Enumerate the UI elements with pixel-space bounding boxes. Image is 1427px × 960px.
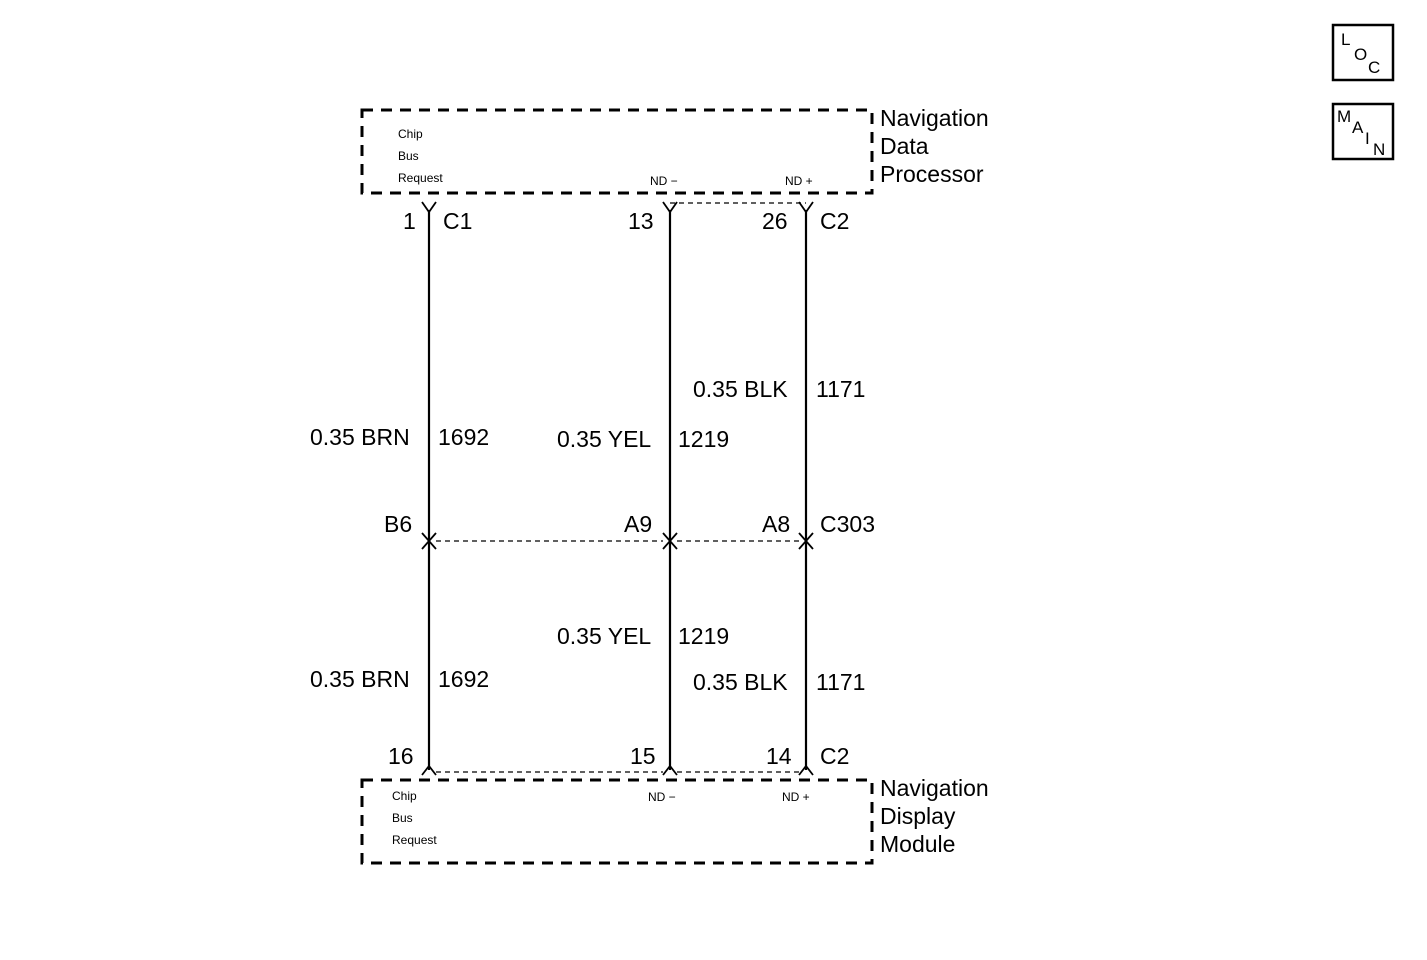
navigation-data-processor-box — [360, 108, 874, 195]
bottom-pin-label: Request — [392, 833, 437, 847]
loc-icon[interactable]: L O C — [1331, 23, 1395, 82]
bottom-module-name: Display — [880, 803, 956, 829]
bottom-terminal-14 — [798, 764, 814, 776]
top-pin-label: Request — [398, 171, 443, 185]
bottom-terminal-16 — [421, 764, 437, 776]
wire-color-label: 0.35 YEL — [557, 426, 651, 452]
top-pin-number: 13 — [628, 208, 654, 234]
inline-pin-label: A8 — [762, 511, 790, 537]
top-nd-minus-label: ND − — [650, 174, 678, 188]
top-module-name: Processor — [880, 161, 984, 187]
wire-circuit-label: 1692 — [438, 666, 489, 692]
bottom-module-name: Navigation — [880, 775, 989, 801]
wire-circuit-label: 1171 — [816, 376, 865, 402]
main-icon[interactable]: M A I N — [1331, 102, 1395, 161]
loc-icon-letter: C — [1368, 58, 1380, 77]
wire-circuit-label: 1219 — [678, 623, 729, 649]
top-connector-id: C2 — [820, 208, 849, 234]
main-icon-letter: I — [1365, 129, 1370, 148]
top-nd-plus-label: ND + — [785, 174, 813, 188]
main-icon-letter: M — [1337, 107, 1351, 126]
top-pin-number: 26 — [762, 208, 788, 234]
wire-color-label: 0.35 YEL — [557, 623, 651, 649]
bottom-pin-number: 14 — [766, 743, 792, 769]
bottom-module-name: Module — [880, 831, 955, 857]
loc-icon-letter: L — [1341, 30, 1350, 49]
inline-pin-label: A9 — [624, 511, 652, 537]
bottom-pin-label: Chip — [392, 789, 417, 803]
bottom-nd-plus-label: ND + — [782, 790, 810, 804]
wire-circuit-label: 1219 — [678, 426, 729, 452]
wire-color-label: 0.35 BRN — [310, 666, 410, 692]
top-pin-label: Bus — [398, 149, 419, 163]
top-module-name: Data — [880, 133, 929, 159]
top-pin-label: Chip — [398, 127, 423, 141]
bottom-pin-number: 16 — [388, 743, 414, 769]
bottom-pin-number: 15 — [630, 743, 656, 769]
inline-terminal-b6 — [421, 539, 437, 550]
bottom-nd-minus-label: ND − — [648, 790, 676, 804]
main-icon-letter: N — [1373, 140, 1385, 159]
wire-circuit-label: 1692 — [438, 424, 489, 450]
bottom-connector-id: C2 — [820, 743, 849, 769]
bottom-terminal-15 — [662, 764, 678, 776]
inline-pin-label: B6 — [384, 511, 412, 537]
inline-connector-id: C303 — [820, 511, 875, 537]
bottom-pin-label: Bus — [392, 811, 413, 825]
top-module-name: Navigation — [880, 105, 989, 131]
top-pin-number: 1 — [403, 208, 416, 234]
wire-color-label: 0.35 BLK — [693, 669, 788, 695]
top-connector-id: C1 — [443, 208, 472, 234]
inline-terminal-a9 — [662, 539, 678, 550]
wire-color-label: 0.35 BRN — [310, 424, 410, 450]
loc-icon-letter: O — [1354, 45, 1367, 64]
wire-color-label: 0.35 BLK — [693, 376, 788, 402]
inline-terminal-a8 — [798, 539, 814, 550]
wire-circuit-label: 1171 — [816, 669, 865, 695]
navigation-display-module-box — [360, 778, 874, 865]
main-icon-letter: A — [1352, 118, 1364, 137]
